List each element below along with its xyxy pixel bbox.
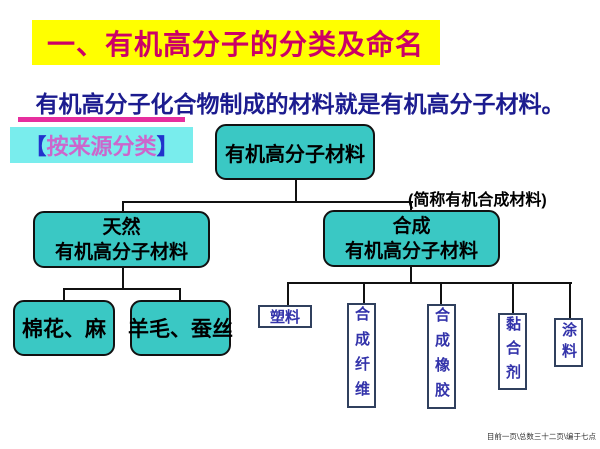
connector-natural-stem — [122, 268, 124, 290]
leaf-plastic: 塑料 — [258, 305, 312, 328]
connector-drop-cotton — [63, 288, 65, 301]
connector-drop-paint — [569, 282, 571, 319]
connector-drop-fiber — [363, 282, 365, 304]
node-synthetic-line1: 合成 — [392, 215, 431, 237]
classification-label-text: 按来源分类 — [46, 134, 157, 159]
leaf-synthetic-rubber-text: 合成橡胶 — [433, 306, 450, 407]
connector-synthetic-stem — [410, 267, 412, 284]
node-natural-polymer: 天然 有机高分子材料 — [33, 211, 210, 268]
connector-natural-horizontal — [63, 288, 181, 290]
node-organic-polymer-material: 有机高分子材料 — [215, 124, 375, 180]
connector-drop-wool — [179, 288, 181, 301]
label-bracket-open: 【 — [24, 134, 47, 159]
label-bracket-close: 】 — [156, 134, 179, 159]
connector-root-stem — [295, 180, 297, 203]
node-cotton-hemp: 棉花、麻 — [13, 300, 115, 356]
synthetic-material-note: (简称有机合成材料) — [408, 192, 547, 209]
leaf-adhesive: 黏合剂 — [498, 313, 527, 390]
connector-drop-rubber — [440, 282, 442, 305]
node-synthetic-polymer: 合成 有机高分子材料 — [323, 210, 500, 267]
leaf-adhesive-text: 黏合剂 — [504, 315, 521, 388]
magenta-decor-strip — [18, 117, 185, 122]
leaf-paint-text: 涂料 — [560, 321, 577, 364]
connector-drop-natural — [122, 201, 124, 212]
title-banner: 一、有机高分子的分类及命名 — [32, 20, 440, 65]
connector-synthetic-horizontal — [287, 282, 572, 284]
connector-drop-synthetic — [410, 201, 412, 211]
leaf-synthetic-fiber: 合成纤维 — [347, 303, 376, 408]
slide-footer-text: 目前一页\总数三十二页\编于七点 — [486, 432, 596, 441]
connector-drop-adhesive — [512, 282, 514, 314]
connector-level1-horizontal — [122, 201, 413, 203]
leaf-synthetic-fiber-text: 合成纤维 — [353, 305, 370, 406]
classification-label: 【按来源分类】 — [10, 127, 193, 163]
node-wool-silk: 羊毛、蚕丝 — [128, 300, 233, 356]
leaf-synthetic-rubber: 合成橡胶 — [427, 304, 456, 409]
subtitle-text: 有机高分子化合物制成的材料就是有机高分子材料。 — [35, 91, 565, 117]
node-natural-line1: 天然 — [102, 216, 141, 238]
node-synthetic-line2: 有机高分子材料 — [344, 240, 478, 262]
leaf-paint: 涂料 — [554, 318, 583, 367]
node-natural-line2: 有机高分子材料 — [54, 241, 188, 263]
page-title: 一、有机高分子的分类及命名 — [47, 28, 425, 60]
connector-drop-plastic — [287, 282, 289, 306]
